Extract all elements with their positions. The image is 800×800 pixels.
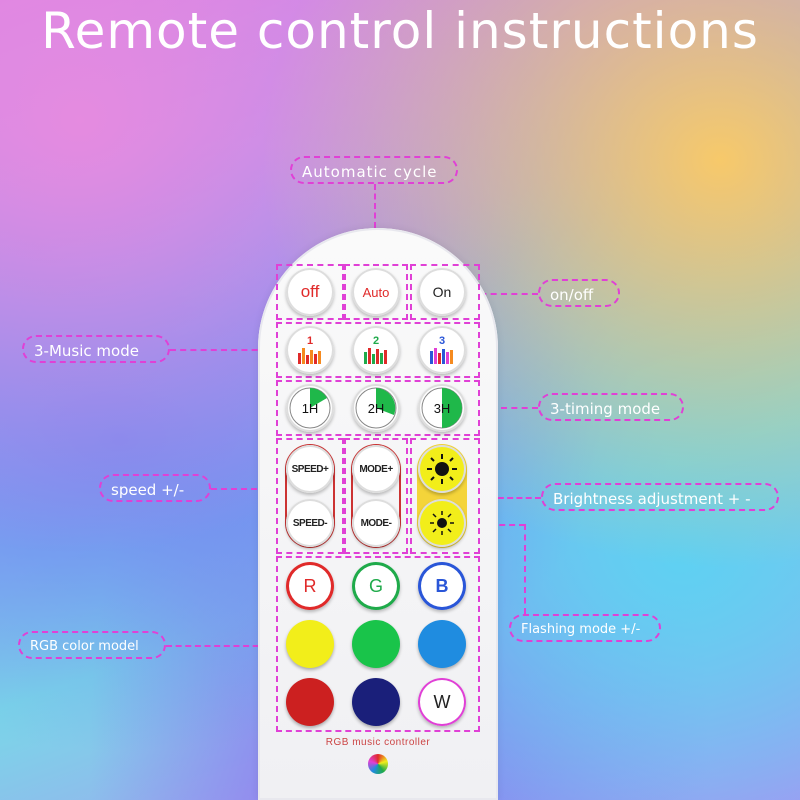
speed-minus-button[interactable]: SPEED- [286,499,334,547]
callout-music-mode: 3-Music mode [22,335,170,363]
timer-3h-button[interactable]: 3H [418,384,466,432]
sun-icon [430,511,454,535]
timer-1h-button[interactable]: 1H [286,384,334,432]
timer-3h-label: 3H [434,401,451,416]
on-label: On [432,284,452,300]
blue-button[interactable]: B [418,562,466,610]
callout-flashing-mode: Flashing mode +/- [509,614,661,642]
callout-brightness: Brightness adjustment + - [541,483,779,511]
music-2-number: 2 [373,335,379,347]
music-1-button[interactable]: 1 [286,326,334,374]
speed-minus-label: SPEED- [292,517,328,529]
controller-name: RGB music controller [325,737,431,748]
auto-label: Auto [362,284,390,300]
remote-body: off Auto On 1 2 3 1H 2H [258,228,498,800]
equalizer-icon: 3 [430,335,453,364]
sun-icon [427,454,457,484]
off-label: off [300,282,320,301]
leader-line [470,497,541,499]
red-button[interactable]: R [286,562,334,610]
group-auto [344,264,408,320]
mode-minus-label: MODE- [360,517,392,529]
speed-plus-button[interactable]: SPEED+ [286,445,334,493]
callout-rgb-color-model: RGB color model [18,631,166,659]
group-timer [276,380,480,436]
callout-speed: speed +/- [99,474,211,502]
leader-line [470,407,538,409]
music-2-button[interactable]: 2 [352,326,400,374]
dark-red-button[interactable] [286,678,334,726]
music-3-number: 3 [439,335,445,347]
lime-button[interactable] [352,620,400,668]
timer-2h-button[interactable]: 2H [352,384,400,432]
clock-icon: 2H [355,387,397,429]
auto-button[interactable]: Auto [352,268,400,316]
music-3-button[interactable]: 3 [418,326,466,374]
group-brightness [410,438,480,554]
mode-plus-button[interactable]: MODE+ [352,445,400,493]
sky-blue-button[interactable] [418,620,466,668]
timer-1h-label: 1H [302,401,319,416]
leader-line [170,349,278,351]
yellow-button[interactable] [286,620,334,668]
group-off [276,264,344,320]
music-1-number: 1 [307,335,313,347]
leader-line [211,488,277,490]
off-button[interactable]: off [286,268,334,316]
white-button[interactable]: W [418,678,466,726]
equalizer-icon: 2 [364,335,387,364]
group-music [276,322,480,378]
r-label: R [303,575,317,596]
equalizer-icon: 1 [298,335,321,364]
brightness-up-button[interactable] [418,445,466,493]
green-button[interactable]: G [352,562,400,610]
w-label: W [433,691,451,712]
group-on [410,264,480,320]
leader-line [524,524,526,614]
on-button[interactable]: On [418,268,466,316]
leader-line [374,184,376,266]
leader-line [470,293,538,295]
group-mode [344,438,408,554]
b-label: B [435,575,449,596]
timer-2h-label: 2H [368,401,385,416]
callout-timing-mode: 3-timing mode [538,393,684,421]
leader-line [166,645,278,647]
clock-icon: 1H [289,387,331,429]
callout-on-off: on/off [538,279,620,307]
navy-button[interactable] [352,678,400,726]
clock-icon: 3H [421,387,463,429]
brightness-down-button[interactable] [418,499,466,547]
page-title: Remote control instructions [41,2,759,60]
mode-plus-label: MODE+ [359,463,393,475]
speed-plus-label: SPEED+ [291,463,329,475]
group-rgb [276,556,480,732]
mode-minus-button[interactable]: MODE- [352,499,400,547]
g-label: G [368,575,383,596]
controller-logo [368,754,388,774]
callout-automatic-cycle: Automatic cycle [290,156,458,184]
group-speed [276,438,344,554]
